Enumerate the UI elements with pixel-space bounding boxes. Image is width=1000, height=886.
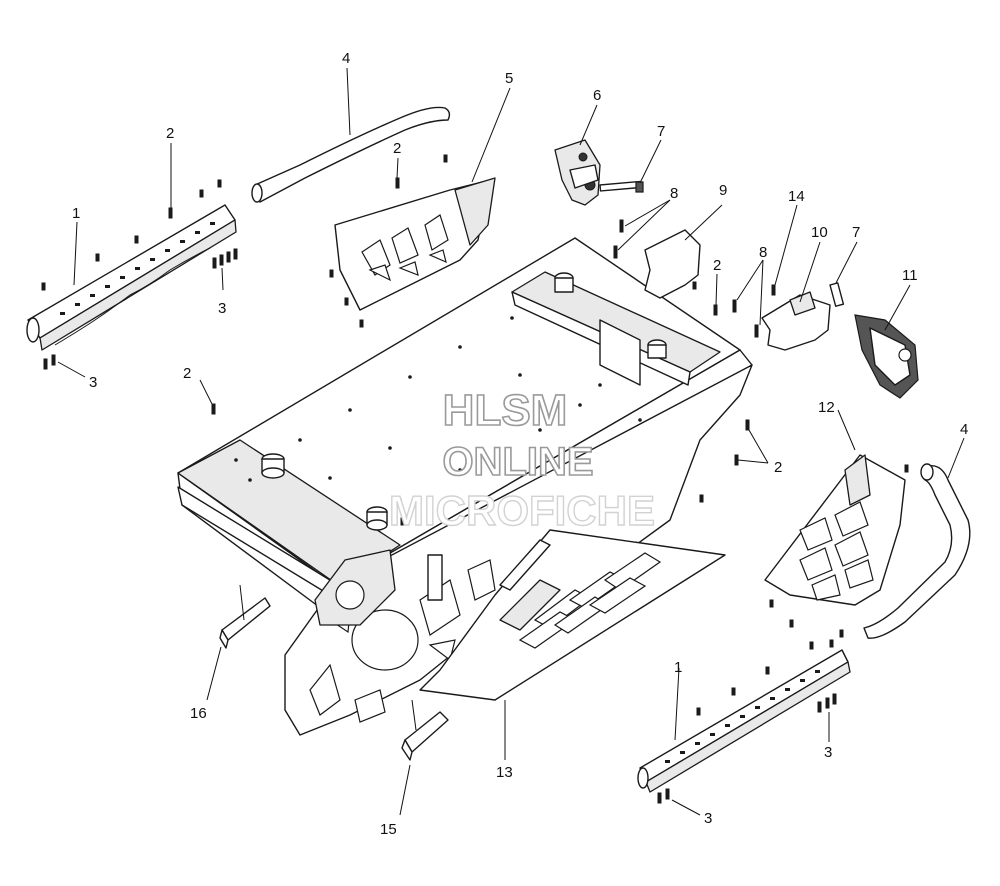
callout-2-mid-right: 2 xyxy=(713,257,721,274)
callout-4-top: 4 xyxy=(342,50,350,67)
running-board-edge-right xyxy=(637,649,851,793)
callout-12: 12 xyxy=(818,399,835,416)
callout-5: 5 xyxy=(505,70,513,87)
callout-16: 16 xyxy=(190,705,207,722)
gusset-plate-9 xyxy=(644,229,701,299)
callout-3-left-mid: 3 xyxy=(218,300,226,317)
bolt-7-top xyxy=(599,180,644,193)
callout-4-right: 4 xyxy=(960,421,968,438)
callout-8-top: 8 xyxy=(670,185,678,202)
watermark-line1: HLSM xyxy=(443,386,568,435)
leader-lines xyxy=(57,67,965,816)
callout-6: 6 xyxy=(593,87,601,104)
callout-1-left: 1 xyxy=(72,205,80,222)
fasteners xyxy=(41,154,909,804)
callout-7-top: 7 xyxy=(657,123,665,140)
watermark-line3: MICROFICHE xyxy=(389,487,655,534)
callout-13: 13 xyxy=(496,764,513,781)
callout-1-right: 1 xyxy=(674,659,682,676)
bulkhead-bracket-12 xyxy=(764,454,906,606)
callout-3-left-bot: 3 xyxy=(89,374,97,391)
callout-9: 9 xyxy=(719,182,727,199)
gusset-plate-10 xyxy=(761,291,831,351)
callout-2-right-lower: 2 xyxy=(774,459,782,476)
running-board-edge-left xyxy=(26,204,237,351)
bulkhead-bracket-5 xyxy=(334,177,496,311)
footrest-plate xyxy=(419,529,726,701)
callout-10: 10 xyxy=(811,224,828,241)
callout-7-right: 7 xyxy=(852,224,860,241)
bracket-16 xyxy=(219,597,271,649)
grab-bar-right xyxy=(863,463,971,639)
watermark-line2: ONLINE xyxy=(442,440,593,484)
bolt-7-right xyxy=(829,282,845,307)
callout-14: 14 xyxy=(788,188,805,205)
bracket-15 xyxy=(401,711,449,761)
callout-15: 15 xyxy=(380,821,397,838)
callout-2-left-top: 2 xyxy=(166,125,174,142)
callout-3-right-mid: 3 xyxy=(824,744,832,761)
callout-2-left-mid: 2 xyxy=(183,365,191,382)
shock-mount-6 xyxy=(554,139,601,206)
shock-mount-11 xyxy=(854,314,919,399)
callout-8-right: 8 xyxy=(759,244,767,261)
grab-bar-top xyxy=(251,106,451,203)
callout-11: 11 xyxy=(902,267,918,284)
watermark: HLSM ONLINE MICROFICHE xyxy=(388,385,655,535)
callout-3-right-bot: 3 xyxy=(704,810,712,827)
callout-2-bracket: 2 xyxy=(393,140,401,157)
callout-labels: 1 2 3 3 4 2 5 6 7 8 9 14 10 7 11 2 8 2 2… xyxy=(72,50,968,838)
